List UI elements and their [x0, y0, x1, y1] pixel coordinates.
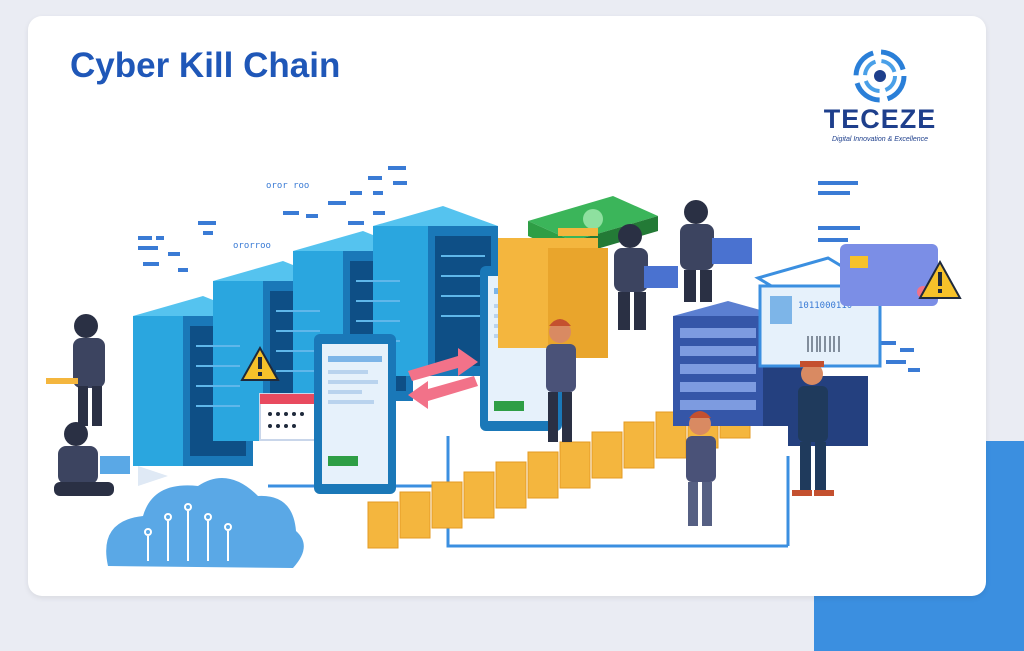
- logo-wordmark: TECEZE: [823, 104, 937, 134]
- hacker-figure: [54, 422, 130, 496]
- swirl-logo-icon: [853, 49, 907, 103]
- tablet-left: [314, 334, 396, 494]
- hacker-figure: [680, 200, 752, 302]
- security-guard-figure: [792, 361, 834, 496]
- analyst-figure: [546, 319, 576, 442]
- binary-label: oror roo: [266, 181, 309, 191]
- credit-card-icon: [840, 244, 938, 306]
- hacker-figure: [614, 224, 678, 330]
- analyst-figure: [686, 411, 716, 526]
- hacker-figure: [46, 314, 105, 426]
- page-title: Cyber Kill Chain: [70, 46, 341, 85]
- warning-icon: [240, 345, 280, 381]
- cloud-icon: [106, 478, 304, 568]
- teceze-logo: TECEZE Digital Innovation & Excellence: [810, 46, 950, 146]
- warning-icon: [918, 259, 962, 299]
- logo-tagline: Digital Innovation & Excellence: [831, 136, 929, 143]
- binary-data-panel: oror roo ororroo: [138, 166, 920, 372]
- transfer-arrows-icon: [408, 348, 478, 409]
- illustration: oror roo ororroo: [46, 166, 962, 568]
- binary-label: ororroo: [233, 241, 271, 251]
- id-card-number: 1011000110: [798, 301, 852, 311]
- poster-card: Cyber Kill Chain TECEZE Digital Innovati…: [28, 16, 986, 596]
